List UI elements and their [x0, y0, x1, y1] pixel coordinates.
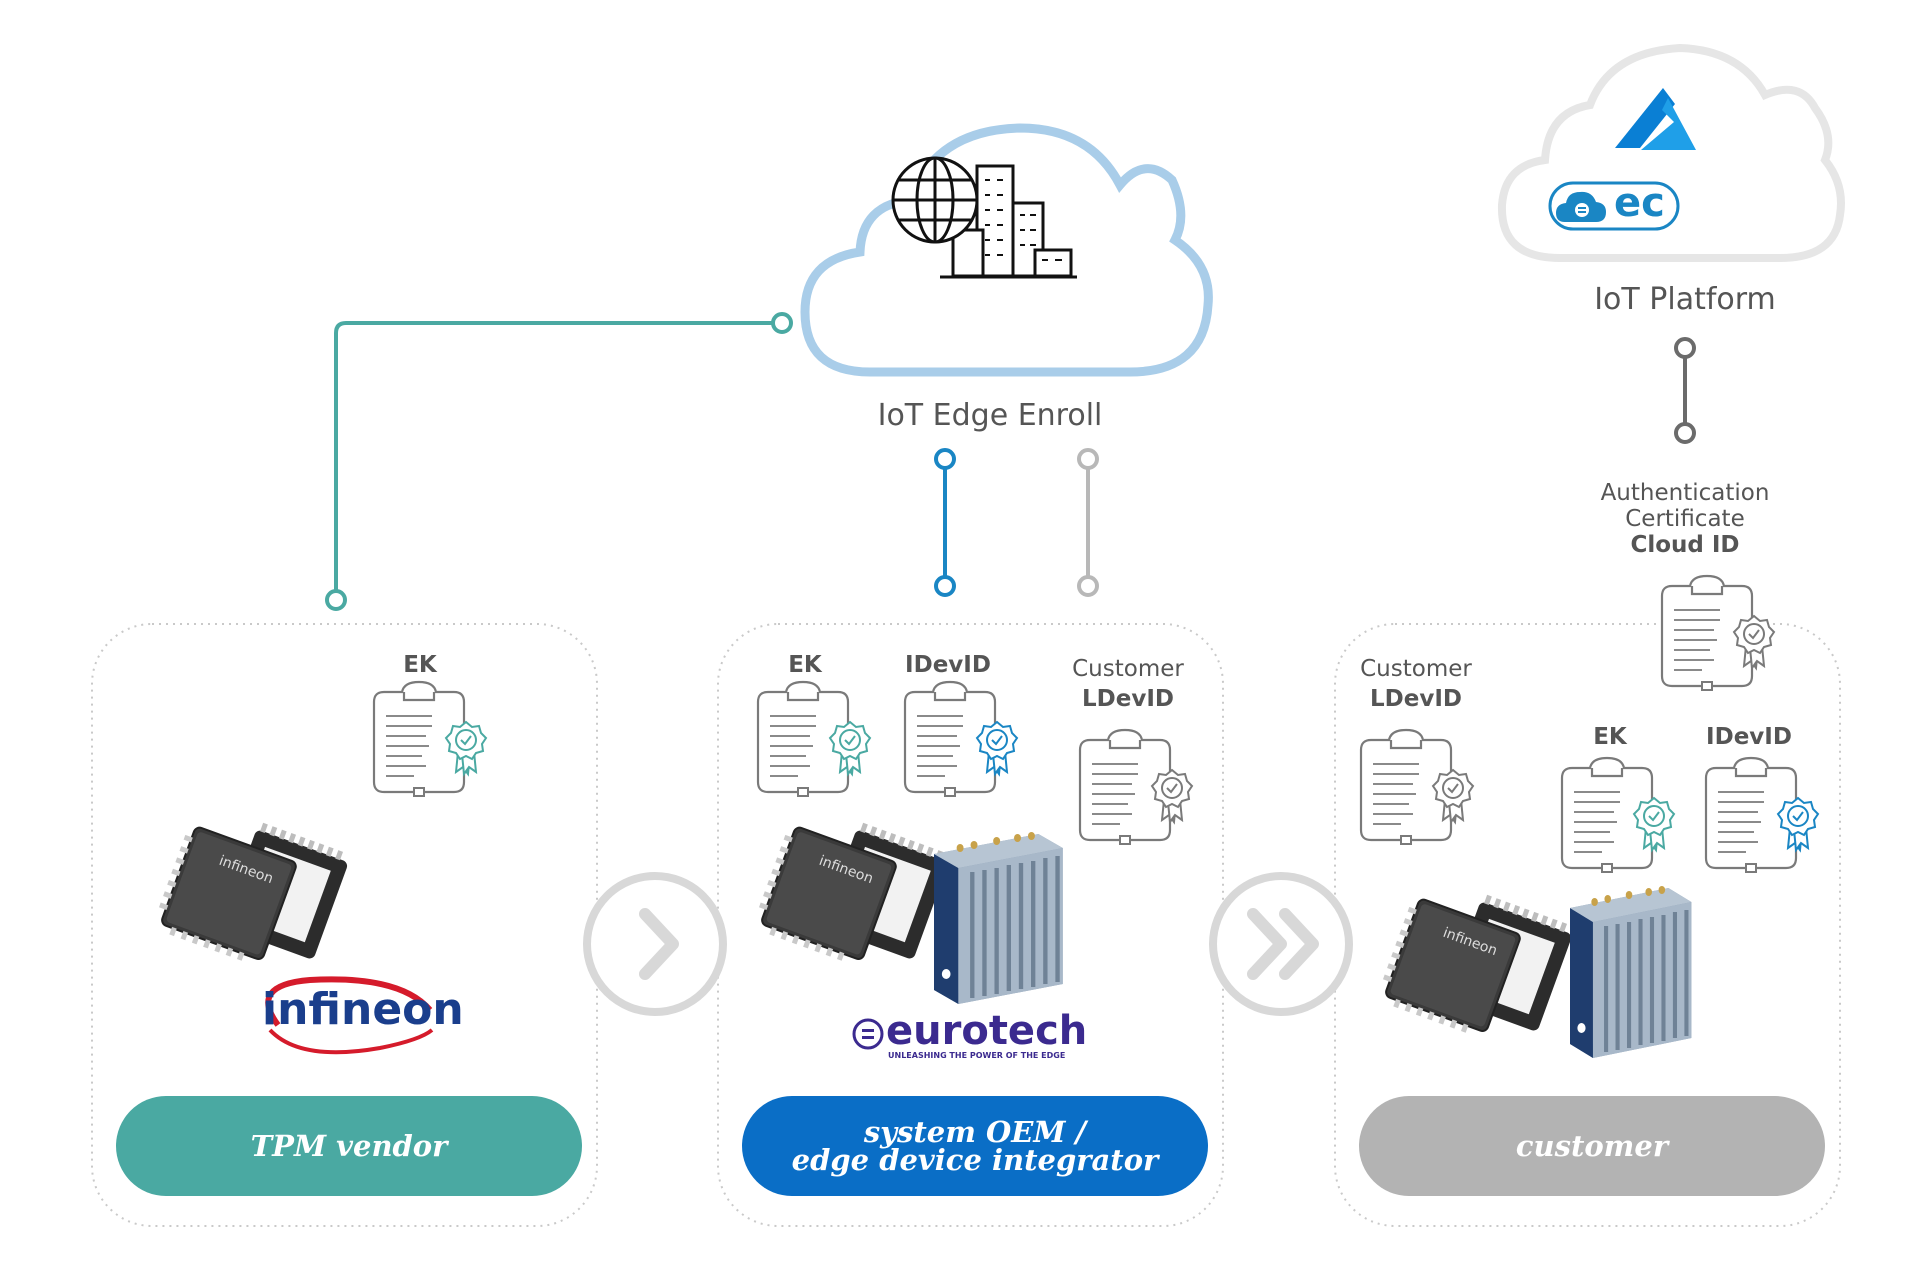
stage-pill-oem: system OEM / edge device integrator: [742, 1096, 1208, 1196]
iot-platform-label: IoT Platform: [1594, 282, 1776, 317]
stage-pill-customer: customer: [1359, 1096, 1825, 1196]
infineon-logo-text: infineon: [262, 984, 464, 1035]
cert-label-idevid: IDevID: [1706, 724, 1792, 750]
chevron-right-icon: [583, 872, 727, 1016]
ec-cloud-logo: [1548, 181, 1680, 231]
stage-pill-tpm-vendor: TPM vendor: [116, 1096, 582, 1196]
certificate-icon: [372, 680, 487, 798]
certificate-icon: [756, 680, 871, 798]
cert-label-ek: EK: [788, 652, 822, 678]
eurotech-logo-text: eurotech: [886, 1008, 1088, 1054]
stage-name: customer: [1515, 1129, 1669, 1163]
stage-name-line1: system OEM /: [863, 1115, 1087, 1149]
tpm-to-enroll-connector: [334, 321, 773, 600]
certificate-icon: [1704, 756, 1819, 874]
auth-cert-line2: Certificate: [1625, 506, 1745, 532]
certificate-icon: [1359, 728, 1474, 846]
certificate-icon: [903, 680, 1018, 798]
tpm-chip-image: [1374, 870, 1577, 1057]
cert-label-idevid: IDevID: [905, 652, 991, 678]
azure-icon: [1615, 88, 1696, 150]
eurotech-logo: [852, 1018, 884, 1050]
certificate-icon: [1660, 574, 1775, 692]
iot-edge-enroll-label: IoT Edge Enroll: [877, 398, 1103, 433]
iot-platform-cloud: [1497, 43, 1845, 262]
auth-cert-line3: Cloud ID: [1630, 532, 1740, 558]
stage-panel-customer: [1334, 623, 1841, 1227]
cert-label-ldevid: LDevID: [1370, 686, 1462, 712]
stage-name-line2: edge device integrator: [791, 1143, 1159, 1177]
certificate-icon: [1560, 756, 1675, 874]
cert-label-ldevid: LDevID: [1082, 686, 1174, 712]
eurotech-tagline: UNLEASHING THE POWER OF THE EDGE: [888, 1051, 1066, 1060]
cert-label-customer: Customer: [1360, 656, 1472, 682]
stage-name: TPM vendor: [250, 1129, 448, 1163]
cert-label-ek: EK: [403, 652, 437, 678]
stage-panel-tpm-vendor: [91, 623, 598, 1227]
cert-label-ek: EK: [1593, 724, 1627, 750]
tpm-chip-image: [150, 798, 353, 985]
globe-buildings-icon: [891, 156, 1077, 279]
stage-panel-oem: [717, 623, 1224, 1227]
auth-cert-line1: Authentication: [1600, 480, 1770, 506]
cert-label-customer: Customer: [1072, 656, 1184, 682]
double-chevron-right-icon: [1209, 872, 1353, 1016]
edge-device-image: [1570, 886, 1691, 1058]
tpm-chip-image: [750, 798, 953, 985]
infineon-logo: [265, 976, 434, 1055]
certificate-icon: [1078, 728, 1193, 846]
ec-logo-text: ec: [1614, 180, 1665, 226]
edge-device-image: [934, 832, 1063, 1004]
